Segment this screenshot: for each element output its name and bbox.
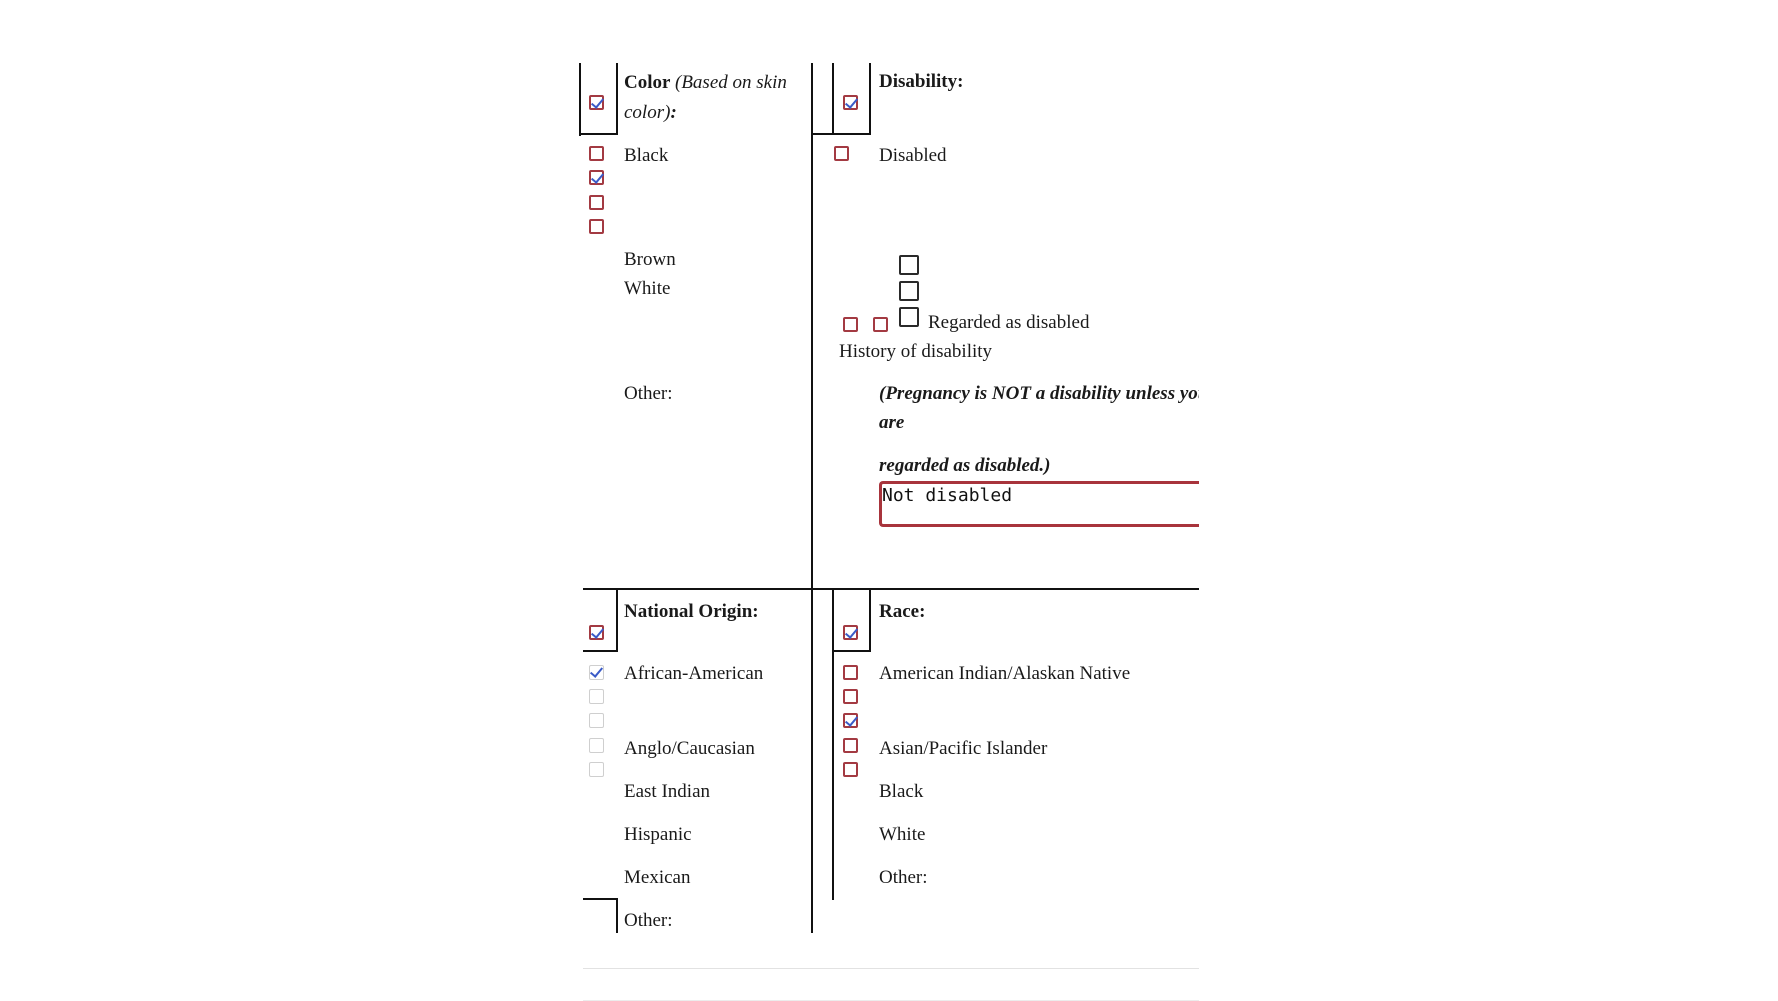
color-header-label: Color (624, 72, 671, 93)
section-divider (583, 588, 1199, 590)
disability-option-checkbox-history[interactable] (873, 317, 888, 332)
color-option-label-other: Other: (624, 383, 673, 404)
disability-header-checkbox[interactable] (843, 95, 858, 110)
disability-text-field[interactable]: Not disabled (879, 481, 1199, 527)
color-header-checkbox[interactable] (589, 95, 604, 110)
disability-extra-checkbox-1[interactable] (899, 255, 919, 275)
national-origin-label-hispanic: Hispanic (624, 824, 692, 845)
color-header-note: (Based on skin (675, 72, 787, 93)
race-checkbox-asian-pacific[interactable] (843, 689, 858, 704)
disability-option-checkbox-regarded[interactable] (843, 317, 858, 332)
disability-header: Disability: (879, 71, 964, 92)
race-header: Race: (879, 601, 926, 622)
color-option-checkbox-other[interactable] (589, 219, 604, 234)
national-origin-header-divider (616, 590, 618, 652)
race-header-divider (869, 590, 871, 652)
national-origin-checkbox-anglo-caucasian[interactable] (589, 689, 604, 704)
disability-header-divider-left (832, 63, 834, 135)
race-checkbox-white[interactable] (843, 738, 858, 753)
national-origin-label-anglo-caucasian: Anglo/Caucasian (624, 738, 755, 759)
disability-option-label-regarded: Regarded as disabled (928, 312, 1090, 333)
national-origin-label-other: Other: (624, 910, 673, 931)
color-option-label-brown: Brown (624, 249, 676, 270)
national-origin-checkbox-mexican[interactable] (589, 762, 604, 777)
color-option-checkbox-white[interactable] (589, 195, 604, 210)
national-origin-checkbox-african-american[interactable] (589, 665, 604, 680)
national-origin-header-checkbox[interactable] (589, 625, 604, 640)
national-origin-checkbox-east-indian[interactable] (589, 713, 604, 728)
national-origin-checkbox-hispanic[interactable] (589, 738, 604, 753)
color-option-checkbox-black[interactable] (589, 146, 604, 161)
national-origin-footer-rule (583, 898, 618, 900)
disability-option-label-disabled: Disabled (879, 145, 947, 166)
page-bottom-edge (583, 968, 1199, 969)
race-column-divider (832, 590, 834, 900)
race-checkbox-black[interactable] (843, 713, 858, 728)
disability-note-line2: are (879, 412, 905, 433)
race-label-white: White (879, 824, 926, 845)
national-origin-label-mexican: Mexican (624, 867, 691, 888)
color-header-divider (579, 63, 581, 136)
national-origin-label-african-american: African-American (624, 663, 764, 684)
race-checkbox-other[interactable] (843, 762, 858, 777)
race-checkbox-american-indian[interactable] (843, 665, 858, 680)
color-option-checkbox-brown[interactable] (589, 170, 604, 185)
color-header-divider-right (616, 63, 618, 135)
color-header-note-cont: color): (624, 102, 677, 123)
color-option-label-white: White (624, 278, 671, 299)
national-origin-footer-divider (616, 898, 618, 933)
center-column-divider (811, 63, 813, 933)
race-label-black: Black (879, 781, 924, 802)
color-header: Color (624, 72, 670, 94)
race-label-other: Other: (879, 867, 928, 888)
race-label-american-indian: American Indian/Alaskan Native (879, 663, 1131, 684)
color-header-underline (579, 133, 618, 135)
national-origin-header: National Origin: (624, 601, 759, 622)
national-origin-header-underline (583, 650, 618, 652)
race-header-underline (832, 650, 871, 652)
disability-note-line1: (Pregnancy is NOT a disability unless yo… (879, 383, 1199, 404)
national-origin-label-east-indian: East Indian (624, 781, 711, 802)
race-header-checkbox[interactable] (843, 625, 858, 640)
color-option-label-black: Black (624, 145, 669, 166)
disability-note-clip: (Pregnancy is NOT a disability unless yo… (879, 383, 1199, 413)
disability-option-checkbox-disabled[interactable] (834, 146, 849, 161)
disability-option-label-history: History of disability (839, 341, 993, 362)
disability-note-line3: regarded as disabled.) (879, 455, 1051, 476)
race-label-asian-pacific: Asian/Pacific Islander (879, 738, 1048, 759)
disability-extra-checkbox-3[interactable] (899, 307, 919, 327)
disability-header-underline-left (811, 133, 871, 135)
disability-header-divider-right (869, 63, 871, 135)
disability-extra-checkbox-2[interactable] (899, 281, 919, 301)
